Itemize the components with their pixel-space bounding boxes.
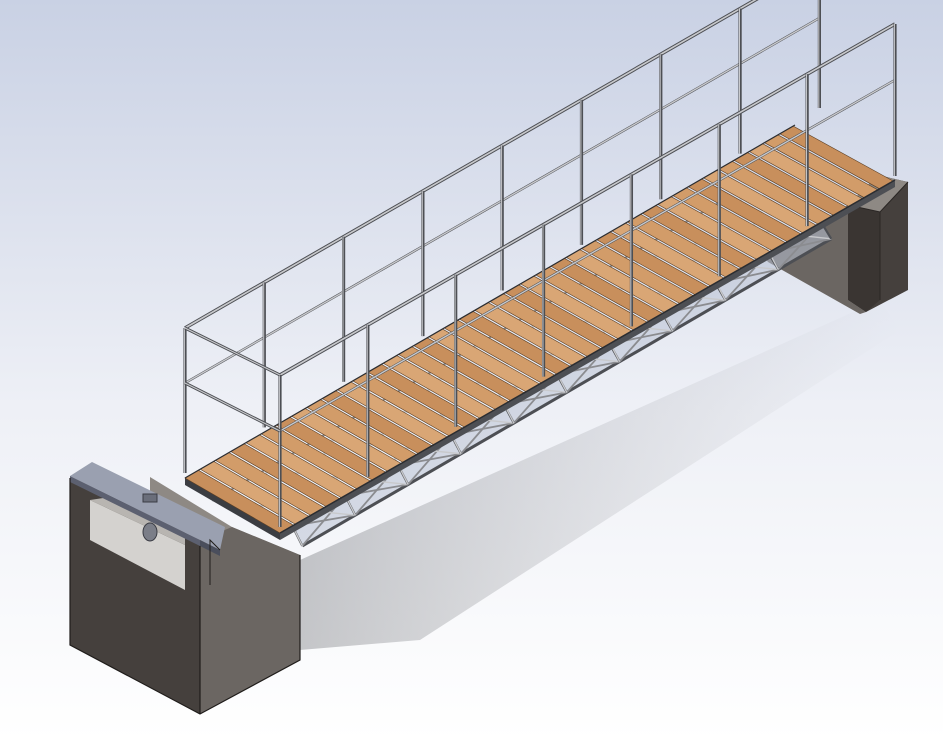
deck-near-rim <box>279 179 896 534</box>
left-abutment <box>69 462 301 715</box>
entrance-frame-bar-highlight <box>184 382 281 432</box>
hinge-pin-icon <box>142 522 158 542</box>
deck-side-edge <box>280 180 895 540</box>
wooden-deck <box>184 124 896 540</box>
deck-end-edge <box>185 478 280 540</box>
near-handrail-top-rail <box>279 23 896 376</box>
near-handrail <box>184 22 897 527</box>
near-handrail-mid-rail <box>279 79 896 432</box>
ground-shadow <box>300 300 900 650</box>
deck-far-rim <box>184 124 796 479</box>
right-abutment <box>765 175 909 314</box>
far-handrail <box>183 0 822 473</box>
bearing-block <box>142 493 158 503</box>
entrance-frame-bar-highlight <box>184 327 281 376</box>
